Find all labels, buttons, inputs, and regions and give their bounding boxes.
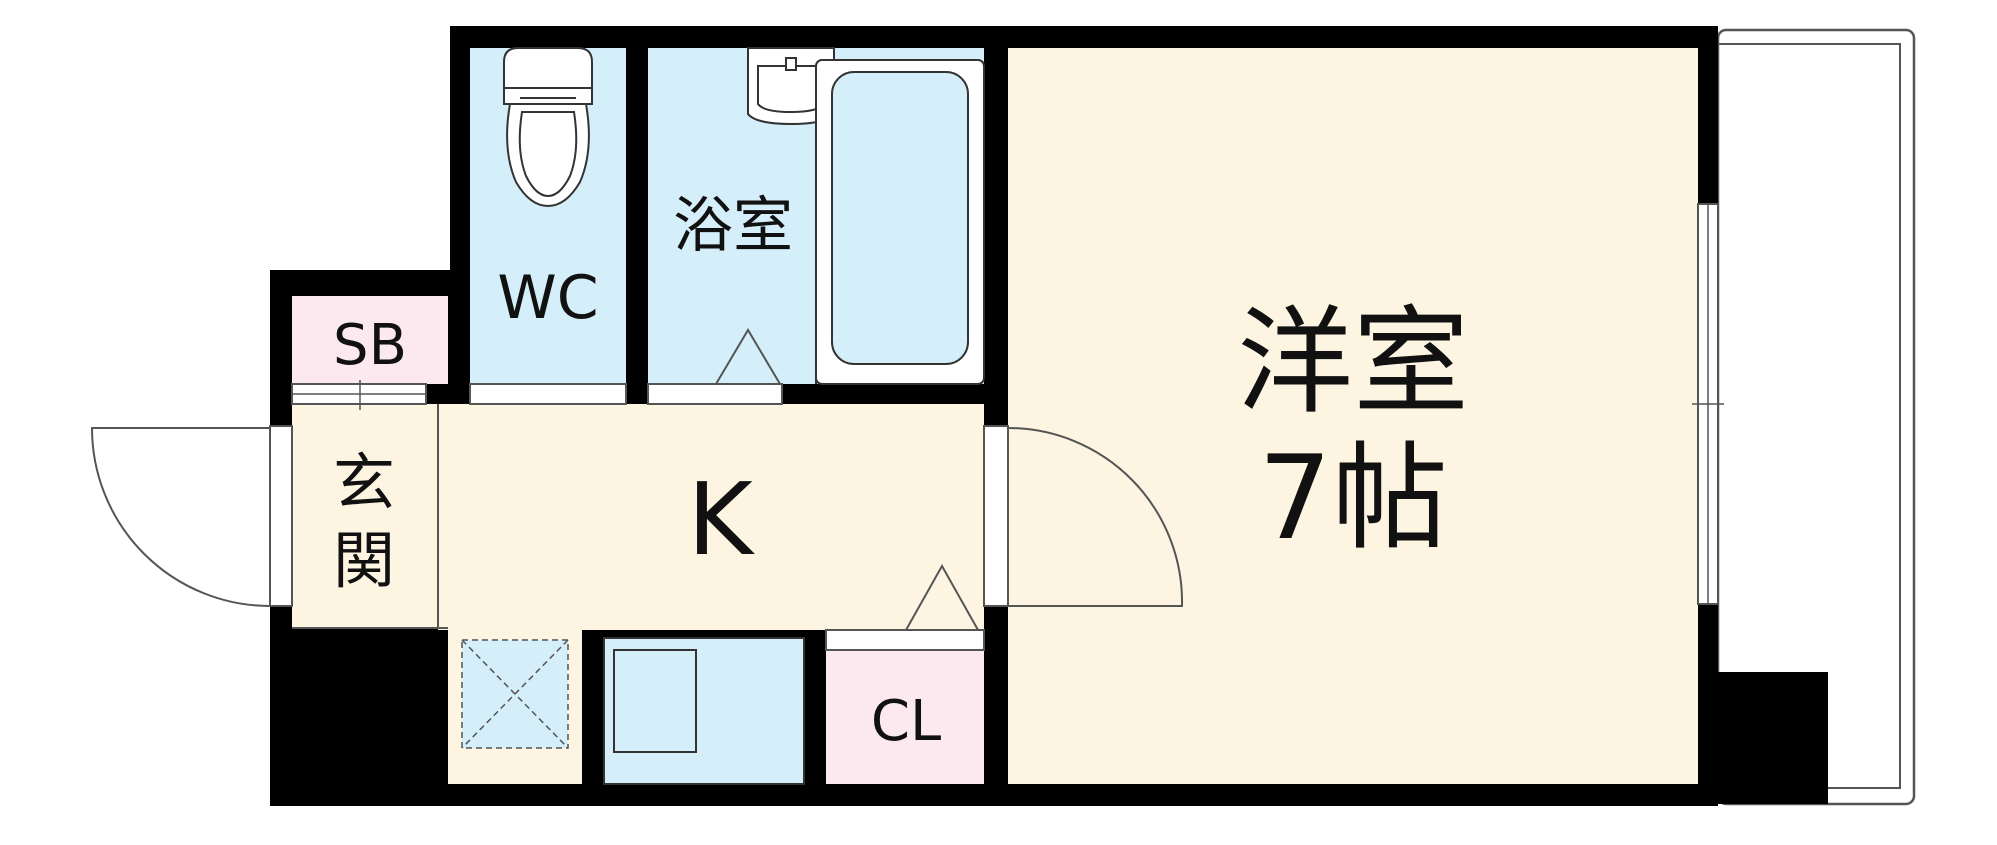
fridge-space (461, 639, 569, 749)
kitchen-label: K (687, 461, 755, 578)
kitchen-counter (603, 637, 805, 785)
bathroom-doorway (647, 383, 783, 405)
bathroom-sink (747, 47, 835, 126)
shoe-box-label: SB (333, 313, 407, 378)
shoe-box-shelf (291, 380, 427, 410)
room-window (1692, 203, 1724, 605)
closet-label: CL (871, 689, 941, 754)
outer-cutout (262, 20, 450, 270)
toilet-fixture (503, 47, 593, 208)
bathroom-vent-mark (715, 328, 781, 385)
toilet-doorway (469, 383, 627, 405)
entrance-floor (292, 404, 438, 628)
entrance-door-swing (90, 427, 271, 607)
toilet-label: WC (497, 263, 598, 333)
closet-floor (826, 650, 984, 784)
entrance-label-bottom: 関 (333, 524, 395, 597)
closet-vent-mark (905, 563, 979, 631)
western-room-floor (1008, 48, 1698, 784)
entrance-door-frame (269, 425, 293, 607)
entrance-label-top: 玄 (333, 446, 395, 519)
kitchen-floor (438, 404, 984, 630)
bathtub (815, 59, 985, 385)
closet-doorway (825, 629, 985, 651)
bathroom-label: 浴室 (673, 191, 793, 261)
corner-pillar (1718, 672, 1828, 804)
room-door-swing (1007, 427, 1184, 607)
room-doorway (983, 425, 1009, 607)
western-room-size: 7帖 (1258, 431, 1448, 566)
shoe-box-floor (292, 296, 448, 384)
western-room-name: 洋室 (1237, 295, 1469, 430)
